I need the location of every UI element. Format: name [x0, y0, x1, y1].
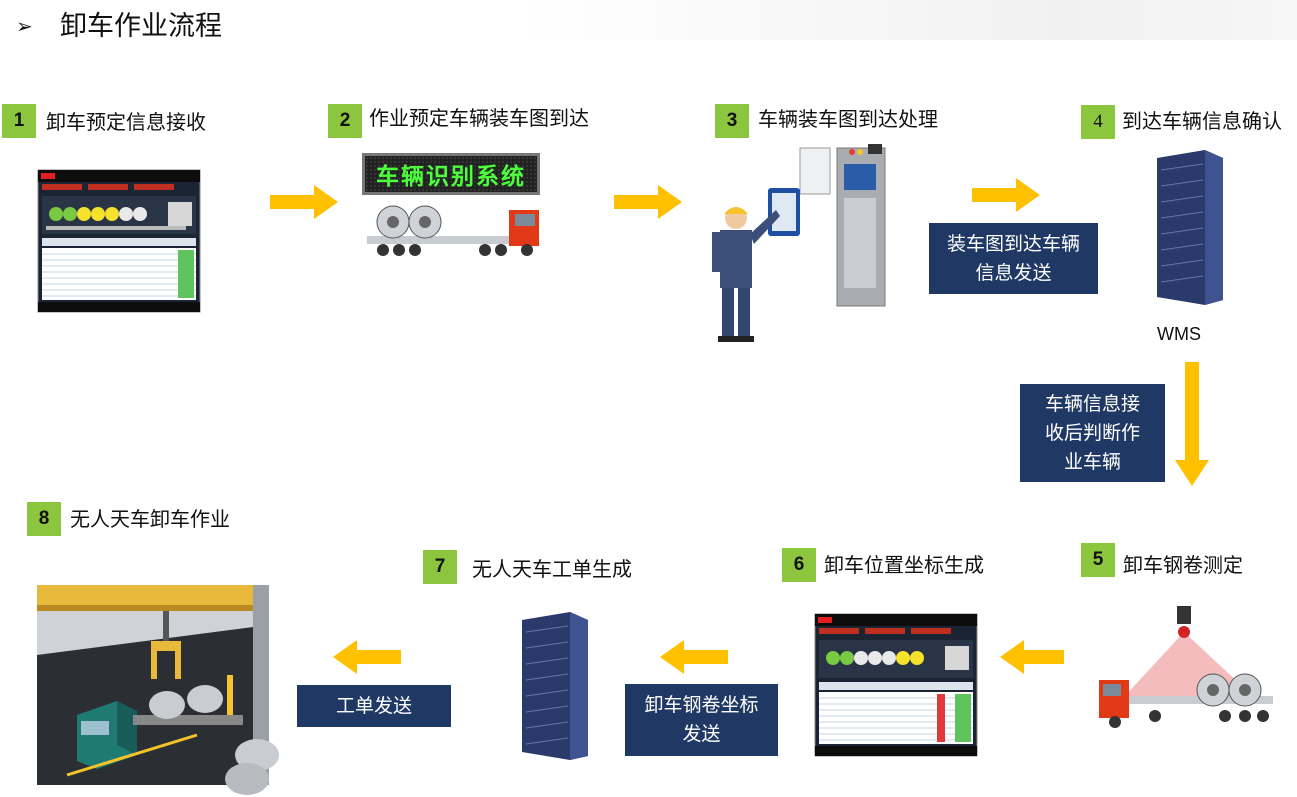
- message-line: 卸车钢卷坐标: [644, 694, 759, 716]
- arrow-left-icon: [660, 640, 728, 674]
- message-work-order-send: 工单发送: [297, 685, 451, 727]
- header-band: [520, 0, 1297, 40]
- wms-server-icon: [1157, 150, 1223, 305]
- step-8-label: 无人天车卸车作业: [70, 507, 230, 531]
- arrow-right-icon: [614, 185, 682, 219]
- message-vehicle-judge: 车辆信息接 收后判断作 业车辆: [1020, 384, 1165, 482]
- step-4-badge: 4: [1081, 105, 1115, 139]
- step-2-badge: 2: [328, 104, 362, 138]
- message-load-map-send: 装车图到达车辆 信息发送: [929, 223, 1098, 294]
- message-line: 车辆信息接: [1044, 392, 1140, 415]
- step-3-label: 车辆装车图到达处理: [758, 107, 938, 131]
- message-line: 工单发送: [335, 694, 412, 717]
- arrow-down-icon: [1175, 362, 1209, 486]
- step-8-badge: 8: [27, 502, 61, 536]
- message-line: 信息发送: [975, 261, 1052, 284]
- arrow-left-icon: [333, 640, 401, 674]
- step-3-badge: 3: [715, 104, 749, 138]
- worker-terminal-image: [712, 144, 886, 342]
- step-7-badge: 7: [423, 550, 457, 584]
- step-1-label: 卸车预定信息接收: [46, 110, 206, 134]
- coil-scanner-truck-image: [1099, 606, 1273, 728]
- vehicle-recognition-sign: 车辆识别系统: [362, 153, 540, 195]
- arrow-right-icon: [972, 178, 1040, 212]
- step-6-badge: 6: [782, 548, 816, 582]
- page-title: 卸车作业流程: [60, 11, 222, 42]
- led-sign-text: 车辆识别系统: [376, 164, 526, 190]
- arrow-right-icon: [270, 185, 338, 219]
- arrow-left-icon: [1000, 640, 1064, 674]
- step-4-label: 到达车辆信息确认: [1122, 109, 1282, 133]
- reservation-screen-image: [37, 169, 201, 313]
- step-5-label: 卸车钢卷测定: [1123, 553, 1243, 577]
- crane-unloading-scene-image: [37, 585, 279, 795]
- coil-truck-icon: [367, 205, 539, 256]
- title-bullet-icon: ➢: [16, 14, 33, 38]
- step-1-badge: 1: [2, 104, 36, 138]
- position-screen-image: [814, 613, 978, 757]
- step-7-label: 无人天车工单生成: [472, 557, 632, 581]
- message-coil-coord-send: 卸车钢卷坐标 发送: [625, 684, 778, 756]
- message-line: 收后判断作: [1044, 421, 1140, 444]
- order-server-icon: [522, 612, 588, 760]
- step-2-label: 作业预定车辆装车图到达: [369, 106, 589, 130]
- step-6-label: 卸车位置坐标生成: [824, 553, 984, 577]
- wms-label: WMS: [1157, 324, 1201, 344]
- message-line: 装车图到达车辆: [946, 232, 1080, 255]
- message-line: 发送: [682, 723, 721, 745]
- step-5-badge: 5: [1081, 543, 1115, 577]
- message-line: 业车辆: [1063, 450, 1121, 473]
